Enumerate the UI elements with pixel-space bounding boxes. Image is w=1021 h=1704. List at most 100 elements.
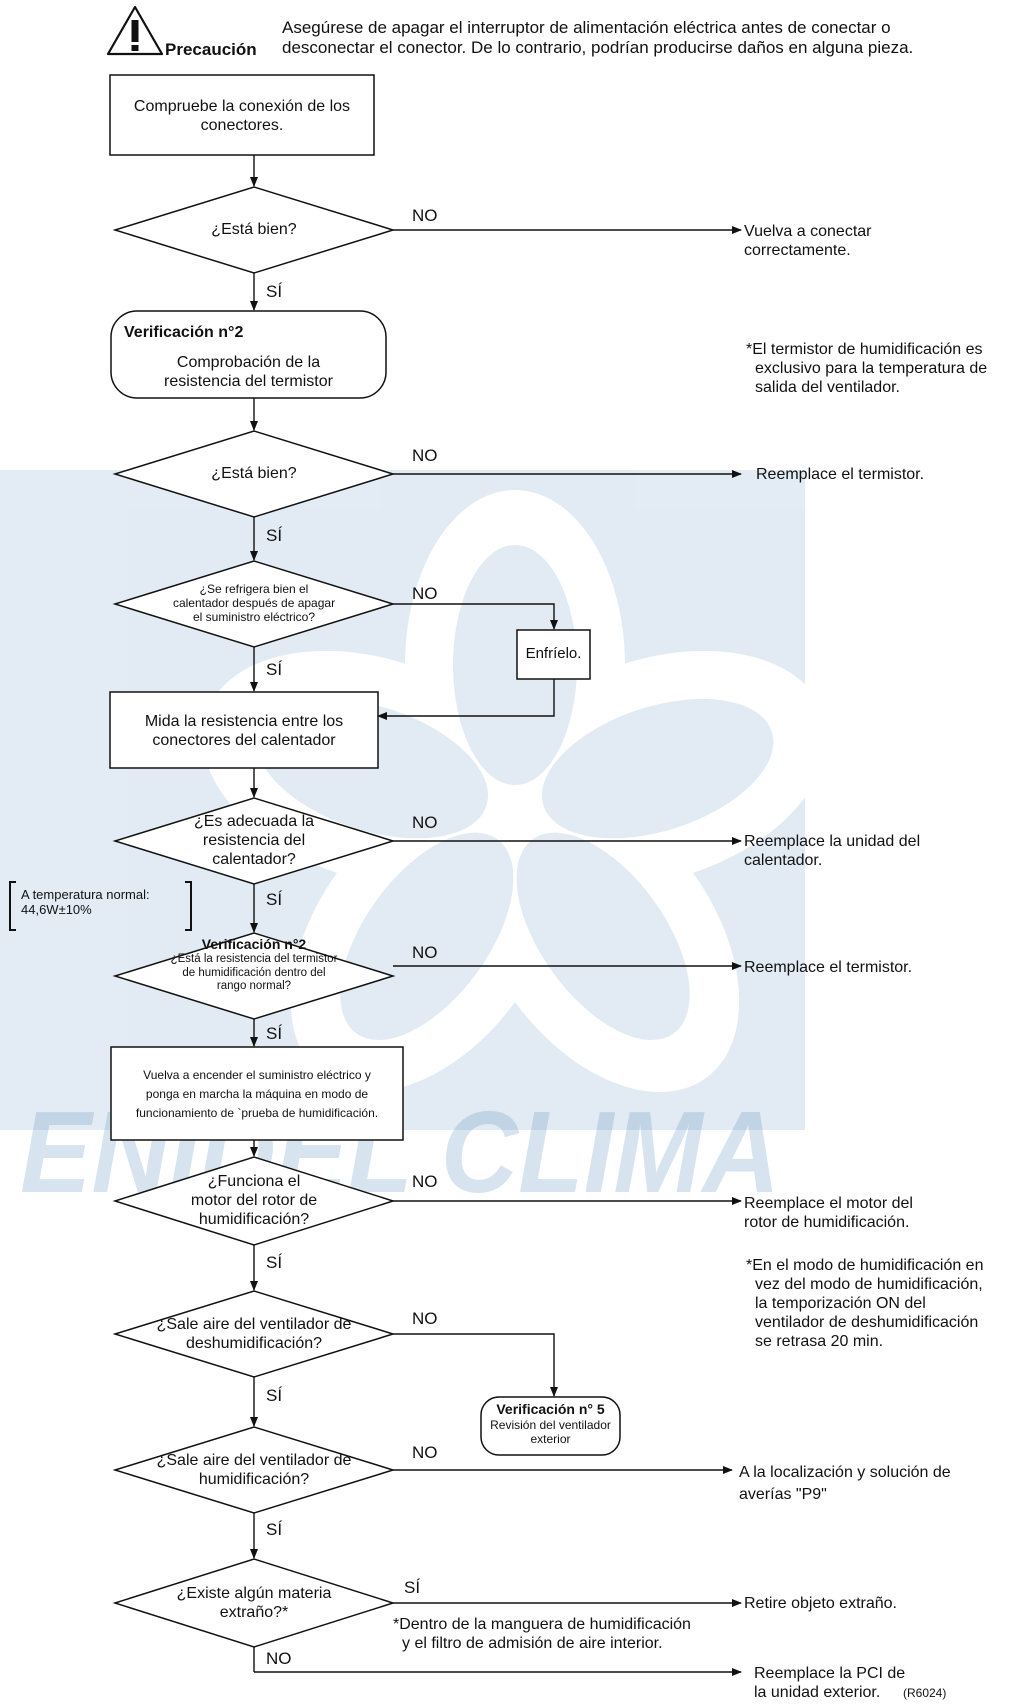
text-line: *En el modo de humidificación en: [746, 1257, 984, 1274]
text-line: y el filtro de admisión de aire interior…: [402, 1635, 663, 1652]
result-replace-outdoor-pcb: Reemplace la PCI de la unidad exterior.: [754, 1664, 905, 1702]
label-no: NO: [412, 206, 438, 225]
text-line: funcionamiento de `prueba de humidificac…: [135, 1106, 379, 1120]
text-line: vez del modo de humidificación,: [755, 1276, 983, 1293]
text-line: humidificación?: [198, 1211, 310, 1228]
text-line: Reemplace la PCI de: [754, 1665, 906, 1682]
text-line: el suministro eléctrico?: [192, 610, 316, 624]
process-check-connectors: [109, 74, 375, 156]
decision-heater-cools-text: ¿Se refrigera bien el calentador después…: [115, 582, 393, 624]
process-restart-humidify-test: [110, 1046, 404, 1141]
text-line: ¿Existe algún materia: [176, 1585, 332, 1602]
label-yes: SÍ: [266, 282, 283, 301]
decision-rotor-motor-runs-text: ¿Funciona el motor del rotor de humidifi…: [115, 1172, 393, 1229]
text-line: resistencia del: [202, 832, 306, 849]
text-line: *El termistor de humidificación es: [746, 341, 983, 358]
text-line: Reemplace el motor del: [744, 1195, 913, 1212]
decision-foreign-matter-text: ¿Existe algún materia extraño?*: [115, 1584, 393, 1622]
text-line: averías "P9": [739, 1486, 827, 1503]
text-line: ¿Sale aire del ventilador de: [156, 1316, 352, 1333]
label-yes: SÍ: [266, 526, 283, 545]
text-line: exterior: [530, 1432, 571, 1446]
decision-heater-resistance-text: ¿Es adecuada la resistencia del calentad…: [115, 812, 393, 869]
text-line: Revisión del ventilador: [490, 1418, 611, 1432]
watermark-logo: [0, 470, 828, 1130]
result-replace-thermistor: Reemplace el termistor.: [756, 466, 925, 483]
text-line: exclusivo para la temperatura de: [755, 360, 988, 377]
caution-text: Asegúrese de apagar el interruptor de al…: [282, 18, 913, 58]
text-line: calentador?: [212, 851, 296, 868]
caution-line: Asegúrese de apagar el interruptor de al…: [282, 18, 891, 37]
note-bracket: [9, 881, 192, 931]
flow-connectors: [250, 155, 742, 1676]
text-line: rotor de humidificación.: [744, 1214, 910, 1231]
text-line: extraño?*: [219, 1604, 289, 1621]
result-replace-heater: Reemplace la unidad del calentador.: [744, 832, 920, 870]
label-yes: SÍ: [404, 1578, 421, 1597]
verification-2-title: Verificación n°2: [201, 936, 307, 952]
text-line: conectores.: [200, 117, 284, 134]
label-no: NO: [412, 813, 438, 832]
text-line: ¿Sale aire del ventilador de: [156, 1452, 352, 1469]
process-check-outdoor-fan-text: Revisión del ventilador exterior: [481, 1418, 620, 1446]
process-check-thermistor-text: Comprobación de la resistencia del termi…: [111, 353, 386, 391]
decision-humid-thermistor-range: [112, 932, 396, 1020]
result-replace-rotor-motor: Reemplace el motor del rotor de humidifi…: [744, 1194, 913, 1232]
text-line: calentador.: [744, 852, 823, 869]
text-line: ventilador de deshumidificación: [755, 1314, 979, 1331]
caution-label: Precaución: [165, 40, 257, 59]
decision-thermistor-ok-text: ¿Está bien?: [211, 465, 297, 482]
text-line: *Dentro de la manguera de humidificación: [393, 1616, 691, 1633]
label-no: NO: [412, 1443, 438, 1462]
text-line: la unidad exterior.: [754, 1684, 881, 1701]
text-line: Vuelva a encender el suministro eléctric…: [143, 1068, 371, 1082]
note-dehumid-fan-delay: *En el modo de humidificación en vez del…: [746, 1256, 983, 1351]
label-no: NO: [412, 1172, 438, 1191]
note-humidification-hose: *Dentro de la manguera de humidificación…: [393, 1615, 691, 1653]
text-line: Reemplace la unidad del: [744, 833, 921, 850]
label-yes: SÍ: [266, 1520, 283, 1539]
result-remove-foreign-object: Retire objeto extraño.: [744, 1595, 897, 1612]
process-measure-resistance: [109, 691, 379, 769]
caution-line: desconectar el conector. De lo contrario…: [282, 38, 914, 57]
text-line: correctamente.: [744, 242, 851, 259]
verification-5-title: Verificación n° 5: [496, 1401, 605, 1417]
label-no: NO: [412, 446, 438, 465]
note-normal-temperature: A temperatura normal: 44,6W±10%: [21, 887, 150, 917]
text-line: ¿Funciona el: [207, 1173, 301, 1190]
text-line: humidificación?: [198, 1471, 310, 1488]
decision-connection-ok-text: ¿Está bien?: [211, 221, 297, 238]
text-line: salida del ventilador.: [755, 379, 900, 396]
text-line: A temperatura normal:: [21, 887, 150, 902]
text-line: de humidificación dentro del: [182, 966, 326, 979]
label-no: NO: [266, 1649, 292, 1668]
text-line: A la localización y solución de: [739, 1464, 951, 1481]
text-line: Vuelva a conectar: [744, 223, 872, 240]
text-line: calentador después de apagar: [172, 596, 336, 610]
decision-humid-thermistor-range-text: ¿Está la resistencia del termistor de hu…: [115, 953, 393, 994]
label-no: NO: [412, 943, 438, 962]
verification-2-title: Verificación n°2: [124, 324, 244, 341]
text-line: 44,6W±10%: [21, 902, 92, 917]
decision-dehumid-fan-air-text: ¿Sale aire del ventilador de deshumidifi…: [115, 1315, 393, 1353]
process-cool-down: [516, 629, 591, 680]
process-measure-resistance-text: Mida la resistencia entre los conectores…: [110, 712, 378, 750]
decision-humid-fan-air-text: ¿Sale aire del ventilador de humidificac…: [115, 1451, 393, 1489]
text-line: se retrasa 20 min.: [755, 1333, 884, 1350]
process-restart-humidify-test-text: Vuelva a encender el suministro eléctric…: [111, 1066, 403, 1123]
process-check-outdoor-fan: [480, 1396, 621, 1456]
text-line: ¿Se refrigera bien el: [199, 582, 309, 596]
process-cool-down-text: Enfríelo.: [525, 645, 582, 662]
label-yes: SÍ: [266, 660, 283, 679]
text-line: deshumidificación?: [185, 1335, 323, 1352]
text-line: ¿Está la resistencia del termistor: [170, 953, 338, 965]
label-yes: SÍ: [266, 1253, 283, 1272]
label-no: NO: [412, 584, 438, 603]
text-line: motor del rotor de: [190, 1192, 318, 1209]
reference-code: (R6024): [903, 1686, 947, 1700]
warning-triangle-icon: [106, 5, 164, 56]
text-line: Comprobación de la: [176, 354, 321, 371]
text-line: la temporización ON del: [755, 1295, 926, 1312]
process-check-connectors-text: Compruebe la conexión de los conectores.: [110, 97, 374, 135]
